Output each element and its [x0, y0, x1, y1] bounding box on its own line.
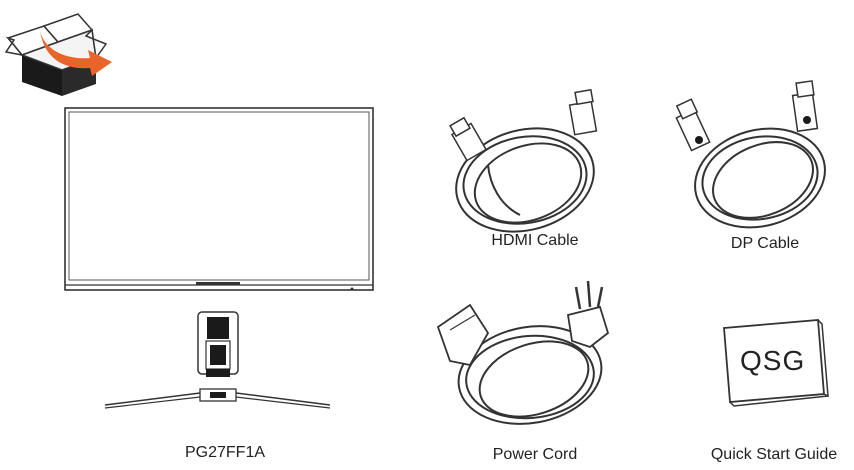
- qsg-booklet-text: QSG: [740, 345, 806, 376]
- hdmi-plug-icon: [449, 116, 488, 162]
- hdmi-plug-icon: [568, 88, 598, 136]
- hdmi-cable-label: HDMI Cable: [491, 232, 579, 249]
- quick-start-guide-label: Quick Start Guide: [710, 446, 838, 463]
- power-cord-illustration: [436, 280, 610, 425]
- monitor-label: PG27FF1A: [184, 444, 266, 461]
- open-box-with-arrow-icon: [4, 13, 112, 96]
- hdmi-cable-illustration: [449, 88, 598, 233]
- quick-start-guide-illustration: [723, 319, 829, 407]
- dp-plug-icon: [791, 80, 819, 133]
- monitor-illustration: [64, 107, 374, 409]
- power-cord-label: Power Cord: [492, 446, 578, 463]
- dp-cable-label: DP Cable: [730, 235, 800, 252]
- dp-plug-icon: [675, 98, 711, 152]
- dp-cable-illustration: [675, 80, 826, 229]
